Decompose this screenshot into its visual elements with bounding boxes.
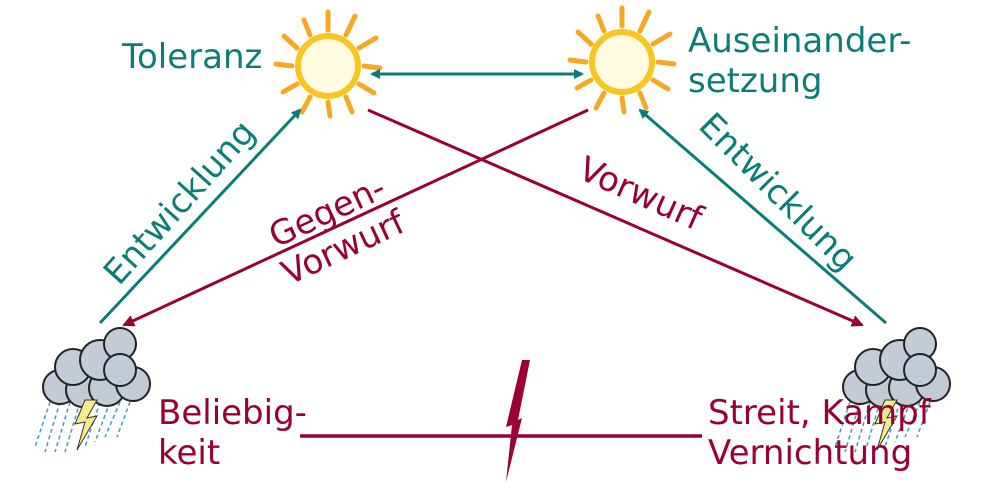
label-beliebigkeit-1: Beliebig- bbox=[158, 393, 307, 433]
label-auseinandersetzung-1: Auseinander- bbox=[688, 21, 911, 61]
storm-cloud-icon-left bbox=[34, 327, 151, 453]
sun-icon-auseinandersetzung bbox=[570, 8, 674, 112]
arrow-vorwurf bbox=[367, 108, 864, 327]
arrow-entwicklung-left bbox=[98, 108, 302, 325]
arrow-entwicklung-right bbox=[638, 108, 887, 325]
label-vorwurf: Vorwurf bbox=[573, 149, 710, 239]
lightning-bolt-icon bbox=[506, 360, 530, 482]
label-streit-2: Vernichtung bbox=[708, 433, 912, 473]
sun-icon-toleranz bbox=[276, 12, 380, 116]
arrow-gegenvorwurf bbox=[122, 108, 589, 327]
label-streit-1: Streit, Kampf bbox=[708, 393, 932, 433]
label-entwicklung-left: Entwicklung bbox=[96, 113, 264, 293]
label-entwicklung-right: Entwicklung bbox=[691, 105, 865, 279]
label-beliebigkeit-2: keit bbox=[158, 433, 220, 473]
label-auseinandersetzung-2: setzung bbox=[688, 61, 823, 101]
label-toleranz: Toleranz bbox=[121, 37, 262, 77]
